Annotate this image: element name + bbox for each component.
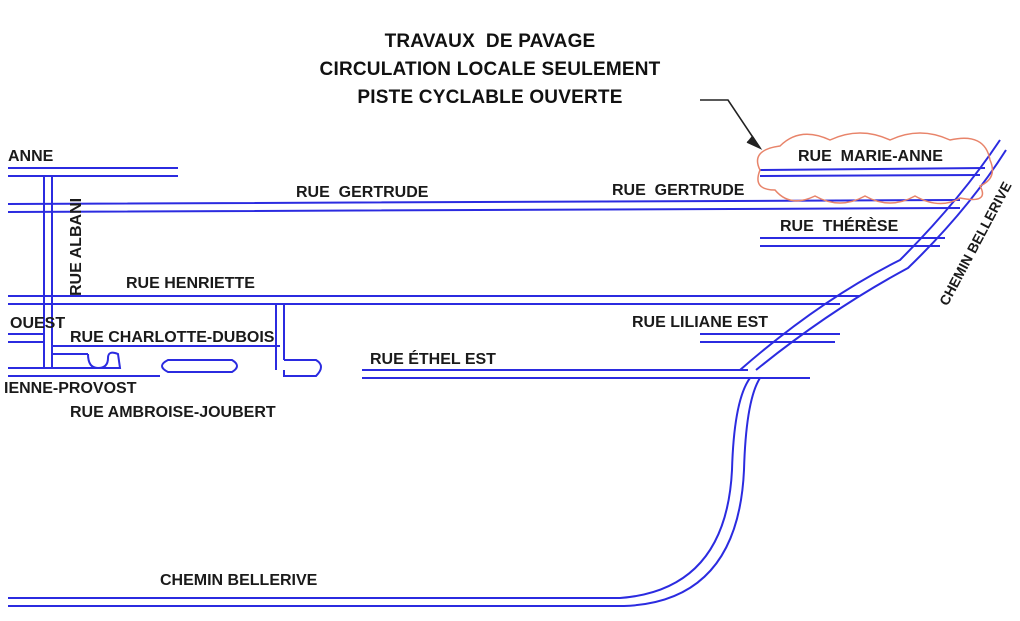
road-bellerive-diag-a (739, 139, 1001, 371)
label-ouest: OUEST (10, 315, 66, 332)
road-albani (43, 176, 53, 368)
notice-line-1: TRAVAUX DE PAVAGE (384, 31, 596, 52)
road-charlotte-loop-a (8, 351, 160, 377)
label-charlotte-dubois: RUE CHARLOTTE-DUBOIS (70, 329, 275, 346)
road-bellerive-diag-b (755, 149, 1007, 371)
leader-arrow (700, 99, 763, 150)
road-liliane-est (700, 333, 840, 343)
road-anne (8, 167, 178, 177)
road-charlotte-loop-c (275, 304, 322, 377)
notice-line-3: PISTE CYCLABLE OUVERTE (357, 87, 623, 108)
work-zone-cloud (756, 132, 994, 205)
label-albani: RUE ALBANI (68, 197, 85, 296)
road-bellerive-curve-b (8, 377, 761, 607)
construction-notice: TRAVAUX DE PAVAGE CIRCULATION LOCALE SEU… (270, 28, 710, 112)
label-gertrude-east: RUE GERTRUDE (612, 182, 745, 199)
road-bellerive-curve-a (8, 377, 751, 599)
road-therese (760, 237, 945, 247)
label-gertrude-west: RUE GERTRUDE (296, 184, 429, 201)
label-anne: ANNE (8, 148, 54, 165)
label-chemin-bellerive-bottom: CHEMIN BELLERIVE (160, 572, 318, 589)
label-liliane-est: RUE LILIANE EST (632, 314, 769, 331)
label-marie-anne: RUE MARIE-ANNE (798, 148, 943, 165)
label-therese: RUE THÉRÈSE (780, 218, 899, 235)
label-enne-provost: IENNE-PROVOST (4, 380, 137, 397)
label-henriette: RUE HENRIETTE (126, 275, 255, 292)
label-ethel-est: RUE ÉTHEL EST (370, 351, 496, 368)
road-charlotte-dubois (52, 345, 280, 355)
road-marie-anne (759, 167, 986, 177)
notice-line-2: CIRCULATION LOCALE SEULEMENT (319, 59, 661, 80)
road-ethel-est (362, 369, 810, 379)
road-charlotte-loop-b (161, 359, 238, 373)
road-ouest (8, 333, 44, 343)
road-gertrude (7, 199, 961, 213)
road-henriette (8, 295, 860, 305)
label-ambroise-joubert: RUE AMBROISE-JOUBERT (70, 404, 276, 421)
